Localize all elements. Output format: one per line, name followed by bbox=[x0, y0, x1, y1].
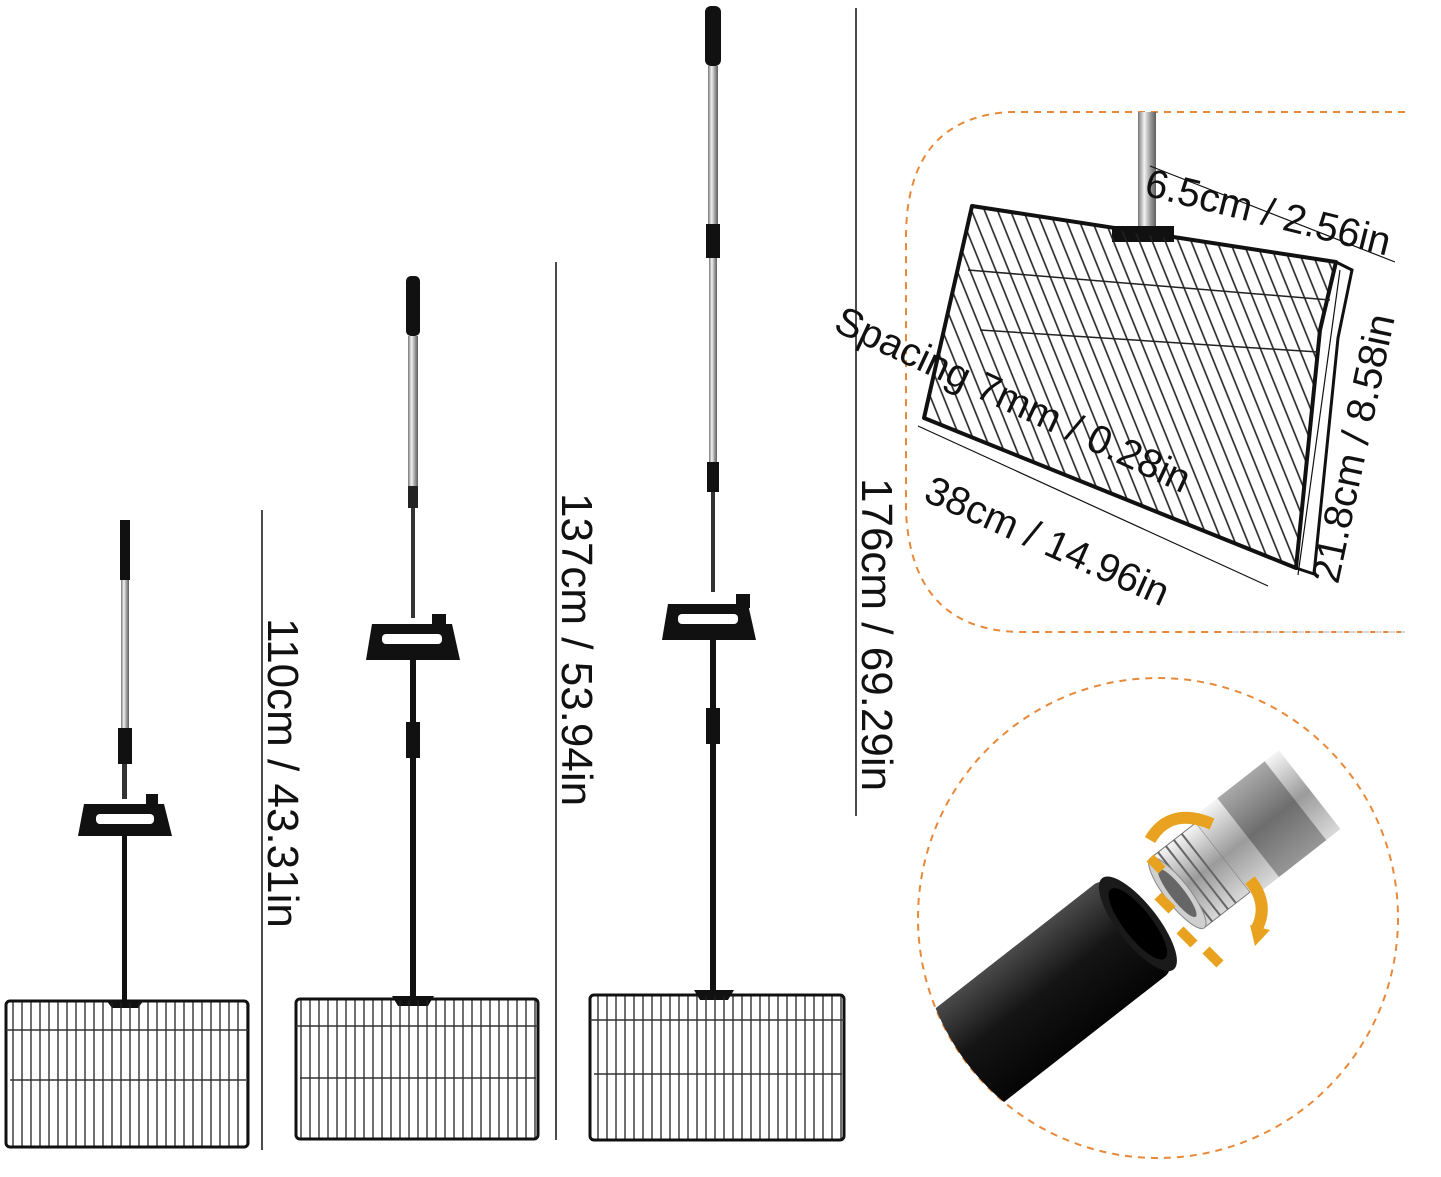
rake-short bbox=[4, 520, 250, 1149]
rake-tall bbox=[588, 6, 846, 1142]
height-label-tall: 176cm / 69.29in bbox=[852, 478, 901, 791]
basket-detail-panel: 6.5cm / 2.56in Spacing 7mm / 0.28in 38cm… bbox=[828, 111, 1405, 633]
connector-detail bbox=[917, 677, 1399, 1159]
height-label-short: 110cm / 43.31in bbox=[258, 618, 307, 928]
dashed-frame-top bbox=[904, 111, 1405, 633]
height-label-mid: 137cm / 53.94in bbox=[552, 493, 601, 806]
rake-mid bbox=[294, 276, 540, 1141]
